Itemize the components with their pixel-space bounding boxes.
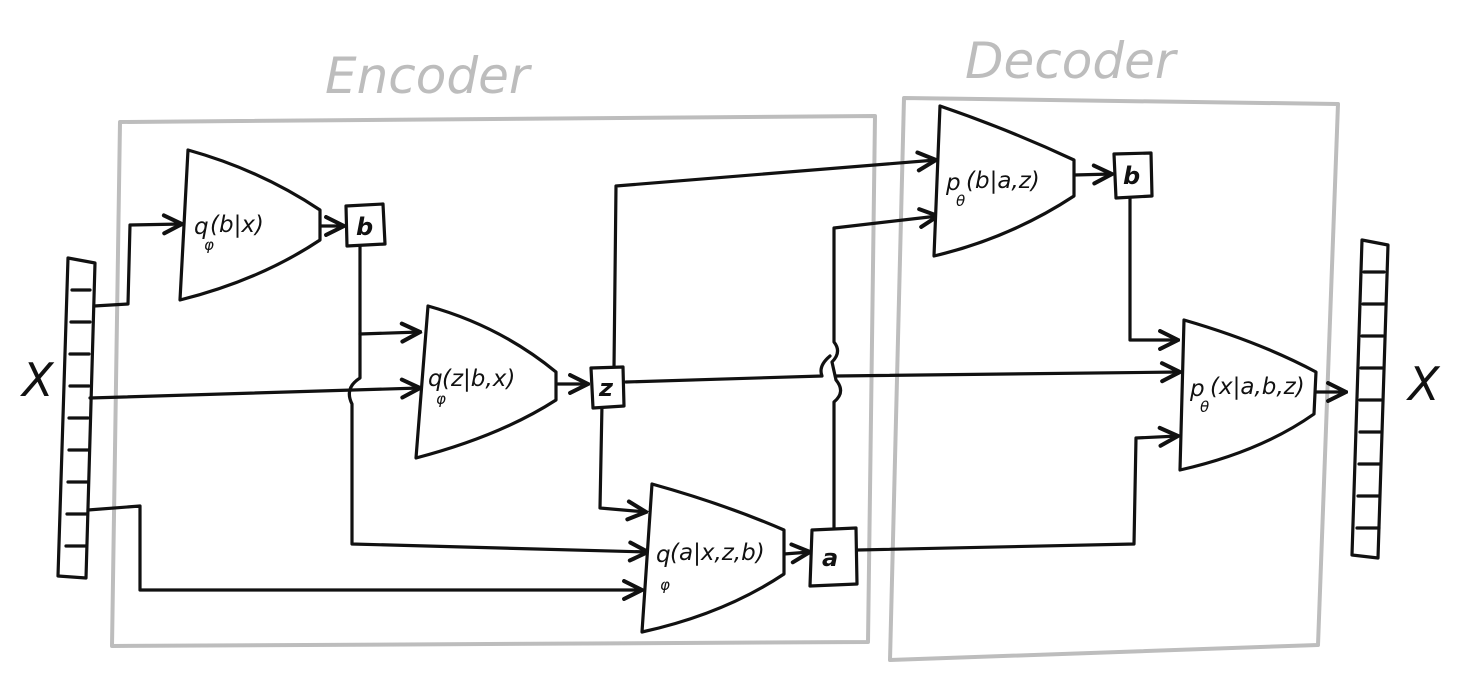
input-vector-bar xyxy=(56,256,97,580)
variable-b-decoder: b xyxy=(1112,151,1154,200)
network-q-a-args: (a|x,z,b) xyxy=(670,540,765,566)
edge-z-to-pb xyxy=(612,160,936,370)
output-vector-bar xyxy=(1350,238,1390,560)
edge-z-to-qa xyxy=(598,402,646,512)
variable-a: a xyxy=(808,526,859,588)
edge-z-to-px xyxy=(624,356,1180,382)
edge-a-to-px xyxy=(856,436,1178,552)
network-p-b-sub: θ xyxy=(956,192,965,210)
network-q-z: q φ (z|b,x) xyxy=(414,304,558,460)
network-q-b-args: (b|x) xyxy=(210,212,264,238)
network-p-b-args: (b|a,z) xyxy=(966,168,1040,194)
edge-b-to-px xyxy=(1128,194,1178,340)
output-label: X xyxy=(1406,357,1441,411)
network-p-b: p θ (b|a,z) xyxy=(932,104,1076,258)
variable-b-decoder-box xyxy=(1112,151,1154,200)
edge-pb-to-b xyxy=(1072,174,1112,175)
network-q-a: q φ (a|x,z,b) xyxy=(640,482,786,634)
network-q-z-args: (z|b,x) xyxy=(442,366,515,392)
decoder-group: Decoder xyxy=(888,32,1340,662)
decoder-title: Decoder xyxy=(965,32,1179,90)
variable-z-label: z xyxy=(598,374,614,402)
network-q-z-name: q xyxy=(428,366,443,392)
network-p-b-name: p xyxy=(945,170,961,196)
network-q-a-sub: φ xyxy=(660,576,670,594)
network-p-x-sub: θ xyxy=(1200,398,1209,416)
network-p-x-args: (x|a,b,z) xyxy=(1210,374,1305,400)
edge-x-to-qa xyxy=(86,504,642,590)
network-p-x: p θ (x|a,b,z) xyxy=(1178,318,1318,472)
network-p-b-shape xyxy=(932,104,1076,258)
connections xyxy=(86,160,1346,590)
network-q-a-name: q xyxy=(656,542,671,568)
input-label: X xyxy=(20,353,55,407)
input-vector: X xyxy=(20,256,97,580)
variable-b-encoder-box xyxy=(344,202,387,248)
encoder-title: Encoder xyxy=(325,47,533,105)
network-q-z-sub: φ xyxy=(436,390,446,408)
edge-x-to-qb xyxy=(92,224,182,308)
network-q-b-shape xyxy=(178,148,322,302)
edge-b-to-qz xyxy=(358,242,420,334)
variable-a-label: a xyxy=(822,544,838,572)
network-p-x-name: p xyxy=(1189,376,1205,402)
encoder-group: Encoder xyxy=(110,47,877,648)
network-q-b-name: q xyxy=(194,214,209,240)
variable-z: z xyxy=(589,365,626,410)
encoder-box xyxy=(110,114,877,648)
edge-x-to-qz xyxy=(88,388,420,400)
network-q-b-sub: φ xyxy=(204,236,214,254)
output-vector-cells xyxy=(1355,270,1386,530)
decoder-box xyxy=(888,96,1340,662)
edge-qa-to-a xyxy=(782,552,810,554)
network-q-b: q φ (b|x) xyxy=(178,148,322,302)
output-vector: X xyxy=(1350,238,1441,560)
network-q-a-shape xyxy=(640,482,786,634)
network-q-z-shape xyxy=(414,304,558,460)
variable-a-box xyxy=(808,526,859,588)
variable-b-decoder-label: b xyxy=(1123,162,1140,190)
edge-a-to-pb xyxy=(830,216,938,530)
variable-b-encoder: b xyxy=(344,202,387,248)
variable-z-box xyxy=(589,365,626,410)
network-p-x-shape xyxy=(1178,318,1318,472)
variable-b-encoder-label: b xyxy=(356,213,373,241)
input-vector-cells xyxy=(64,288,92,548)
